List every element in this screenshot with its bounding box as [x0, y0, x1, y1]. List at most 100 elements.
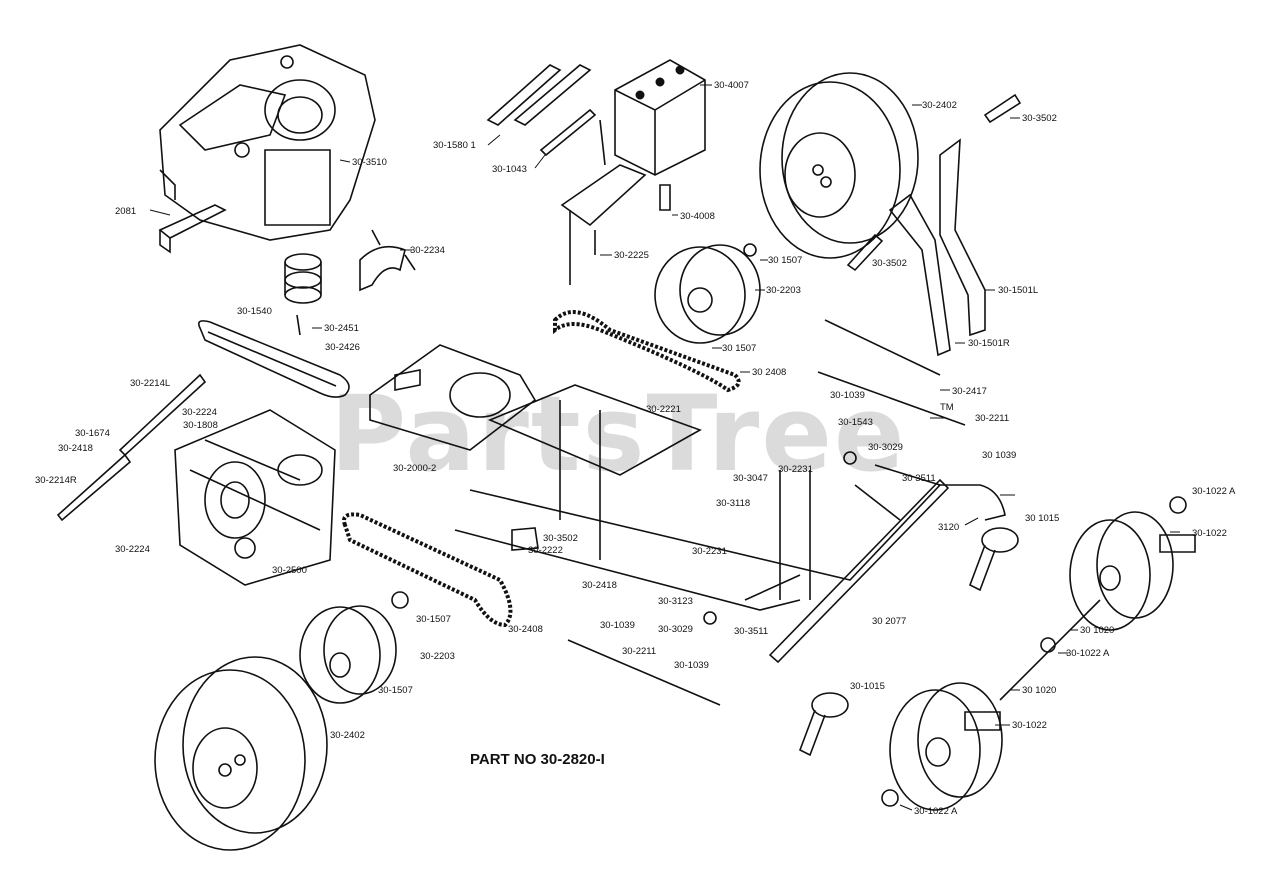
washer-3029-lower-drawing	[703, 611, 717, 625]
washer-3029-upper-drawing	[843, 451, 857, 465]
engine-drawing	[159, 44, 376, 241]
label-30-3510: 30-3510	[352, 157, 387, 168]
label-30-2418-left: 30-2418	[58, 443, 93, 454]
label-30-1015-upper: 30 1015	[1025, 513, 1059, 524]
rod-2417-drawing	[824, 319, 941, 376]
label-30-1020-upper: 30 1020	[1080, 625, 1114, 636]
caster-1015-upper-drawing	[968, 527, 1019, 592]
label-30-2203-upper: 30-2203	[766, 285, 801, 296]
label-30-3118: 30-3118	[716, 498, 750, 509]
clip-4008-drawing	[659, 184, 671, 211]
leader-lines	[149, 84, 1180, 811]
label-30-3502-mid: 30-3502	[872, 258, 907, 269]
label-30-2234: 30-2234	[410, 245, 445, 256]
tire-2402-upper-drawing	[759, 72, 919, 259]
label-30-2231-lower: 30-2231	[692, 546, 727, 557]
label-30-2077: 30 2077	[872, 616, 906, 627]
label-30-2224-lower: 30-2224	[115, 544, 150, 555]
label-30-1540: 30-1540	[237, 306, 272, 317]
label-30-2214L: 30-2214L	[130, 378, 170, 389]
label-30-3047: 30-3047	[733, 473, 768, 484]
part-labels: 30-3510 2081 30-2234 30-1540 30-2451 30-…	[35, 80, 1236, 817]
label-30-2211-upper: 30-2211	[975, 413, 1009, 424]
label-30-1022A-mid: 30-1022 A	[1066, 648, 1110, 659]
label-30-2231-upper: 30-2231	[778, 464, 813, 475]
label-30-2451: 30-2451	[324, 323, 359, 334]
chain-2408-upper-drawing	[553, 310, 741, 393]
label-30-1507-mid: 30 1507	[722, 343, 756, 354]
label-30-1580-1: 30-1580 1	[433, 140, 476, 151]
front-wheel-1022-upper-drawing	[1069, 511, 1196, 631]
label-30-1507-upper: 30 1507	[768, 255, 802, 266]
label-30-1507-lower: 30-1507	[416, 614, 451, 625]
label-30-4007: 30-4007	[714, 80, 749, 91]
nut-1022A-mid-drawing	[1040, 637, 1056, 653]
label-30-1039-b: 30 1039	[982, 450, 1016, 461]
tire-2402-lower-drawing	[154, 656, 328, 851]
label-30-2408-lower: 30-2408	[508, 624, 543, 635]
chain-2408-lower-drawing	[342, 512, 513, 628]
nut-1022A-bottom-drawing	[881, 789, 899, 807]
label-30-1808: 30-1808	[183, 420, 218, 431]
label-30-2417: 30-2417	[952, 386, 987, 397]
battery-4007-drawing	[614, 59, 706, 176]
label-30-1507-bottom: 30-1507	[378, 685, 413, 696]
label-30-2214R: 30-2214R	[35, 475, 77, 486]
label-30-2418-center: 30-2418	[582, 580, 617, 591]
label-30-1022-upper: 30-1022	[1192, 528, 1227, 539]
plate-2214R-drawing	[56, 453, 132, 522]
handle-1501L-drawing	[939, 138, 986, 337]
label-30-3502-upper: 30-3502	[1022, 113, 1057, 124]
label-30-3029-upper: 30-3029	[868, 442, 903, 453]
label-30-3511-lower: 30-3511	[734, 626, 768, 637]
label-30-1022A-bottom: 30-1022 A	[914, 806, 958, 817]
part-number-caption: PART NO 30-2820-I	[470, 751, 605, 768]
label-30-1039-a: 30-1039	[830, 390, 865, 401]
key-1540-drawing	[296, 314, 301, 336]
axle-1020-drawing	[999, 599, 1101, 701]
label-30-3502-lower: 30-3502	[543, 533, 578, 544]
label-30-2000-2: 30-2000-2	[393, 463, 436, 474]
label-30-1501L: 30-1501L	[998, 285, 1038, 296]
frame-2000-2-drawing	[369, 344, 537, 451]
label-30-2225: 30-2225	[614, 250, 649, 261]
label-3120: 3120	[938, 522, 959, 533]
label-30-2402-lower: 30-2402	[330, 730, 365, 741]
label-30-2211-lower: 30-2211	[622, 646, 656, 657]
grip-3502-upper-drawing	[983, 93, 1022, 124]
pulley-2451-drawing	[284, 253, 322, 304]
label-30-1501R: 30-1501R	[968, 338, 1010, 349]
sprocket-2203-lower-drawing	[299, 591, 409, 704]
bracket-2234-drawing	[359, 229, 416, 292]
label-2081: 2081	[115, 206, 136, 217]
label-30-4008: 30-4008	[680, 211, 715, 222]
label-30-2221: 30-2221	[646, 404, 681, 415]
label-30-2402-upper: 30-2402	[922, 100, 957, 111]
label-30-1039-d: 30-1039	[674, 660, 709, 671]
label-30-1022A-top: 30-1022 A	[1192, 486, 1236, 497]
bushing-2222-drawing	[511, 527, 539, 551]
label-30-2203-lower: 30-2203	[420, 651, 455, 662]
label-30-1039-c: 30-1039	[600, 620, 635, 631]
label-30-2224-upper: 30-2224	[182, 407, 217, 418]
main-frame-2077-drawing	[454, 384, 950, 664]
battery-tray-2225-drawing	[560, 119, 647, 285]
label-30-3511-upper: 30 3511	[902, 473, 936, 484]
sprocket-2203-upper-drawing	[654, 243, 761, 344]
label-30-1543: 30-1543	[838, 417, 873, 428]
label-30-1043: 30-1043	[492, 164, 527, 175]
label-30-2500: 30-2500	[272, 565, 307, 576]
axle-arm-3120-drawing	[938, 484, 1006, 521]
grip-3502-mid-drawing	[846, 233, 884, 272]
front-wheel-1022-lower-drawing	[889, 682, 1003, 811]
label-30-3029-lower: 30-3029	[658, 624, 693, 635]
belt-2426-drawing	[197, 320, 350, 398]
label-30-1674: 30-1674	[75, 428, 110, 439]
transmission-drawing	[174, 409, 336, 586]
handle-1501R-drawing	[888, 193, 951, 357]
label-30-1020-lower: 30 1020	[1022, 685, 1056, 696]
plate-2214L-drawing	[118, 373, 207, 457]
label-30-2222: 30-2222	[528, 545, 563, 556]
